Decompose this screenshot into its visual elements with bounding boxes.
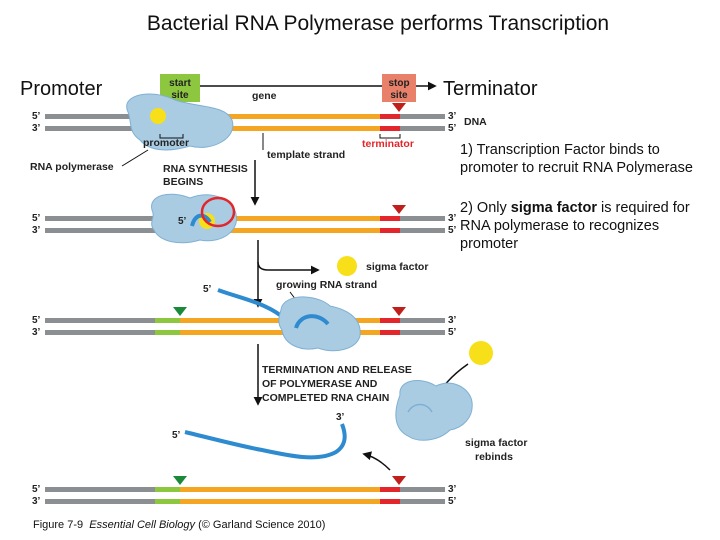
dna-row-4 bbox=[45, 487, 445, 504]
rna-synthesis-label-1: RNA SYNTHESIS bbox=[163, 163, 248, 175]
template-strand-label: template strand bbox=[267, 149, 345, 161]
rna-synthesis-label-2: BEGINS bbox=[163, 176, 203, 188]
three-prime-label: 3’ bbox=[448, 111, 457, 122]
sigma-rebinds-label-1: sigma factor bbox=[465, 437, 527, 449]
five-prime-label: 5’ bbox=[203, 284, 212, 295]
rna-start-icon bbox=[190, 213, 212, 227]
termination-label-1: TERMINATION AND RELEASE bbox=[262, 364, 412, 376]
sigma-rebinds-label-2: rebinds bbox=[475, 451, 513, 463]
five-prime-label: 5’ bbox=[32, 213, 41, 224]
terminator-heading: Terminator bbox=[443, 78, 538, 100]
five-prime-label: 5’ bbox=[448, 327, 457, 338]
termination-label-2: OF POLYMERASE AND bbox=[262, 378, 378, 390]
rna-polymerase-2 bbox=[151, 193, 237, 244]
dna-row-3 bbox=[45, 318, 445, 335]
three-prime-label: 3’ bbox=[32, 123, 41, 134]
slide-title: Bacterial RNA Polymerase performs Transc… bbox=[146, 12, 610, 35]
figure-caption: Figure 7-9 Essential Cell Biology (© Gar… bbox=[33, 519, 325, 531]
dna-row-1 bbox=[45, 114, 445, 131]
caption-book: Essential Cell Biology bbox=[89, 519, 196, 531]
sigma-factor-dot bbox=[150, 108, 166, 124]
five-prime-label: 5’ bbox=[178, 216, 187, 227]
five-prime-label: 5’ bbox=[448, 123, 457, 134]
five-prime-label: 5’ bbox=[172, 430, 181, 441]
three-prime-label: 3’ bbox=[336, 412, 345, 423]
growing-rna-label: growing RNA strand bbox=[276, 279, 377, 291]
stop-arrow-icon bbox=[392, 307, 406, 316]
highlight-circle bbox=[200, 196, 236, 228]
five-prime-label: 5’ bbox=[32, 315, 41, 326]
stop-arrow-icon bbox=[392, 476, 406, 485]
sigma-release-arrow bbox=[257, 240, 320, 275]
five-prime-label: 5’ bbox=[448, 225, 457, 236]
note-transcription-factor: 1) Transcription Factor binds to promote… bbox=[460, 142, 693, 176]
rna-polymerase-1 bbox=[126, 93, 234, 151]
caption-credit: (© Garland Science 2010) bbox=[198, 519, 326, 531]
start-site-label-2: site bbox=[171, 90, 189, 101]
three-prime-label: 3’ bbox=[448, 484, 457, 495]
growing-rna-strand-icon bbox=[217, 288, 282, 317]
caption-figure: Figure 7-9 bbox=[33, 519, 84, 531]
stop-arrow-icon bbox=[392, 103, 406, 112]
free-rna-polymerase bbox=[395, 380, 473, 441]
gene-label: gene bbox=[252, 90, 277, 102]
three-prime-label: 3’ bbox=[32, 327, 41, 338]
stop-site-tag: stop site bbox=[382, 74, 416, 112]
start-site-label-1: start bbox=[169, 78, 191, 89]
five-prime-label: 5’ bbox=[448, 496, 457, 507]
start-arrow-icon bbox=[173, 307, 187, 316]
five-prime-label: 5’ bbox=[32, 111, 41, 122]
note-sigma-factor: 2) Only sigma factor is required for RNA… bbox=[460, 199, 720, 253]
rna-polymerase-label: RNA polymerase bbox=[30, 161, 114, 173]
terminator-label: terminator bbox=[362, 138, 414, 150]
stop-site-label-2: site bbox=[390, 90, 408, 101]
stop-arrow-icon bbox=[392, 205, 406, 214]
dna-label: DNA bbox=[464, 116, 487, 128]
sigma-factor-label: sigma factor bbox=[366, 261, 428, 273]
note-2-bold: sigma factor bbox=[510, 200, 597, 216]
three-prime-label: 3’ bbox=[448, 213, 457, 224]
stop-site-label-1: stop bbox=[388, 78, 409, 89]
five-prime-label: 5’ bbox=[32, 484, 41, 495]
completed-rna-chain-icon bbox=[184, 423, 347, 460]
note-2-text-b: is required for RNA polymerase to recogn… bbox=[460, 200, 690, 252]
free-sigma-factor-icon bbox=[469, 341, 493, 365]
three-prime-label: 3’ bbox=[448, 315, 457, 326]
promoter-label: promoter bbox=[143, 137, 189, 149]
released-sigma-factor-icon bbox=[337, 256, 357, 276]
termination-label-3: COMPLETED RNA CHAIN bbox=[262, 392, 389, 404]
rna-polymerase-3 bbox=[217, 288, 361, 352]
three-prime-label: 3’ bbox=[32, 225, 41, 236]
recycle-arrow bbox=[362, 451, 391, 471]
promoter-heading: Promoter bbox=[20, 78, 103, 100]
dna-row-2 bbox=[45, 216, 445, 233]
note-2-text-a: 2) Only bbox=[460, 200, 511, 216]
three-prime-label: 3’ bbox=[32, 496, 41, 507]
start-arrow-icon bbox=[173, 476, 187, 485]
